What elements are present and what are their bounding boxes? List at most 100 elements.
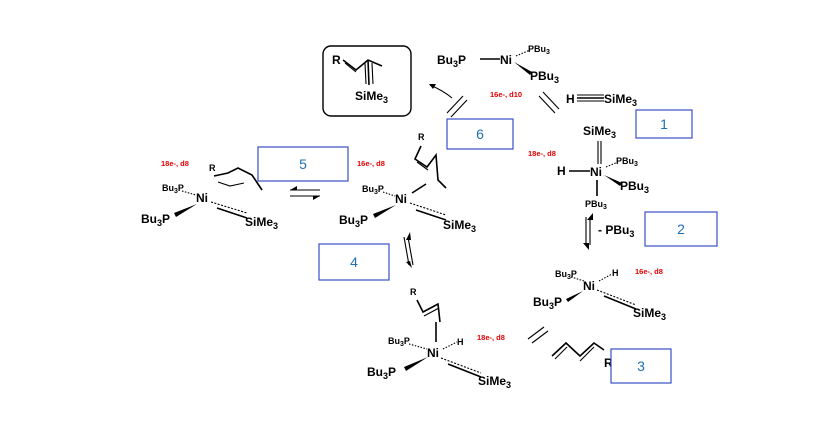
c3-bu3p: Bu3P <box>388 336 410 348</box>
c4-r: R <box>418 132 425 142</box>
start-bu3p: Bu3P <box>437 53 466 69</box>
c5-sime3: SiMe3 <box>245 215 278 231</box>
c1-pbu3-wedge: PBu3 <box>620 179 649 195</box>
c2-sime3: SiMe3 <box>633 306 666 322</box>
start-ni: Ni <box>500 53 512 67</box>
c4-alkyne <box>415 209 447 221</box>
c2-hash-alkyne <box>596 289 637 306</box>
reagent-h: H <box>566 92 575 106</box>
complex-2: Bu3P Ni H Bu3P SiMe3 16e-, d8 <box>533 267 666 322</box>
product-sime3: SiMe3 <box>355 89 388 105</box>
c4-bu3p-wedge: Bu3P <box>339 213 368 229</box>
c3-bu3p-wedge: Bu3P <box>367 365 396 381</box>
product-structure: R SiMe3 <box>322 45 412 117</box>
eq6-arrow-a <box>446 95 464 114</box>
eq5-head-b <box>313 196 320 200</box>
c5-allyl-2 <box>217 181 245 187</box>
step-box-1: 1 <box>635 109 693 139</box>
step-label-1: 1 <box>660 116 668 132</box>
diene-double-1 <box>554 346 568 360</box>
complex-5: R Bu3P Ni Bu3P SiMe3 18e-, d8 <box>141 159 278 231</box>
c4-ni: Ni <box>395 192 407 206</box>
complex-1: SiMe3 H Ni PBu3 PBu3 PBu3 18e-, d8 <box>528 124 649 211</box>
complex-4: R Bu3P Ni Bu3P SiMe3 16e-, d8 <box>339 132 476 234</box>
product-alkyne-2 <box>364 62 367 85</box>
c4-hash-left <box>382 191 396 197</box>
c5-allyl <box>213 167 263 191</box>
c5-wedge <box>174 204 197 217</box>
alkyne-reagent: H SiMe3 <box>566 92 637 108</box>
c2-bu3p: Bu3P <box>555 269 577 281</box>
c4-ni-c <box>411 183 427 194</box>
reagent-sime3: SiMe3 <box>604 92 637 108</box>
start-pbu3-top: PBu3 <box>528 44 550 56</box>
c3-ni: Ni <box>427 346 439 360</box>
c3-r: R <box>410 287 417 297</box>
eq2-head-b <box>587 213 593 220</box>
start-wedge <box>514 62 532 75</box>
c4-electron-count: 16e-, d8 <box>357 159 385 168</box>
c5-r: R <box>209 163 216 173</box>
c1-sime3: SiMe3 <box>583 124 616 140</box>
c2-bu3p-wedge: Bu3P <box>533 295 562 311</box>
c5-bu3p-wedge: Bu3P <box>141 212 170 228</box>
product-chain <box>342 59 383 72</box>
c4-hash-alkyne <box>409 202 447 216</box>
step-box-2: 2 <box>644 211 718 247</box>
complex-3: R Bu3P Ni H Bu3P SiMe3 18e-, d8 <box>367 287 511 390</box>
c4-chain <box>413 145 447 189</box>
eq6-arrow-b <box>450 99 468 118</box>
eq4-arrow-a <box>403 236 410 266</box>
start-hash-bond <box>515 49 531 57</box>
eq5-head-a <box>290 186 297 190</box>
c2-hash-h <box>598 273 613 282</box>
diene-r: R <box>604 356 613 370</box>
c3-double <box>423 307 440 317</box>
c2-ni: Ni <box>583 279 595 293</box>
c2-hash-left <box>570 276 585 282</box>
step-label-4: 4 <box>350 254 358 270</box>
c5-alkyne <box>216 207 248 219</box>
step-label-2: 2 <box>677 221 685 237</box>
c4-bu3p: Bu3P <box>362 184 384 196</box>
c3-hash-alkyne <box>440 357 482 374</box>
c5-hash-left <box>181 190 197 196</box>
c3-wedge <box>404 357 428 371</box>
c2-h: H <box>612 268 619 278</box>
c1-electron-count: 18e-, d8 <box>528 149 556 158</box>
eq4-head-b <box>406 232 411 240</box>
c2-alkyne <box>603 295 637 310</box>
c1-pbu3-right: PBu3 <box>616 156 638 168</box>
release-arrow-head <box>429 84 436 89</box>
c5-ni: Ni <box>196 191 208 205</box>
c3-diene-chain <box>416 299 441 323</box>
step-label-3: 3 <box>637 358 645 374</box>
diene-reagent: R <box>551 341 613 370</box>
c1-pbu3-bottom: PBu3 <box>585 199 607 211</box>
diene-chain <box>551 341 605 358</box>
product-alkyne <box>367 59 370 86</box>
start-complex: Bu3P Ni PBu3 PBu3 16e-, d10 <box>437 44 559 99</box>
eq3-arrow-b <box>531 330 549 344</box>
c1-hash <box>605 161 619 168</box>
eq2-head-a <box>583 243 589 250</box>
c4-double <box>416 161 429 171</box>
minus-pbu3: - PBu3 <box>598 223 634 239</box>
start-pbu3-bottom: PBu3 <box>530 69 559 85</box>
c2-electron-count: 16e-, d8 <box>635 267 663 276</box>
c3-h: H <box>457 337 464 347</box>
eq4-head-a <box>406 261 412 268</box>
c5-electron-count: 18e-, d8 <box>161 159 189 168</box>
step-box-4: 4 <box>318 243 390 281</box>
step-label-5: 5 <box>299 156 307 172</box>
eq1-arrow-b <box>542 91 560 110</box>
diene-double-2 <box>579 346 595 362</box>
c5-hash-alkyne <box>210 201 248 214</box>
step-box-6: 6 <box>446 118 514 150</box>
c2-wedge <box>566 291 583 302</box>
c1-h: H <box>557 164 566 178</box>
eq4-arrow-b <box>407 236 414 266</box>
c3-alkyne <box>447 363 482 378</box>
